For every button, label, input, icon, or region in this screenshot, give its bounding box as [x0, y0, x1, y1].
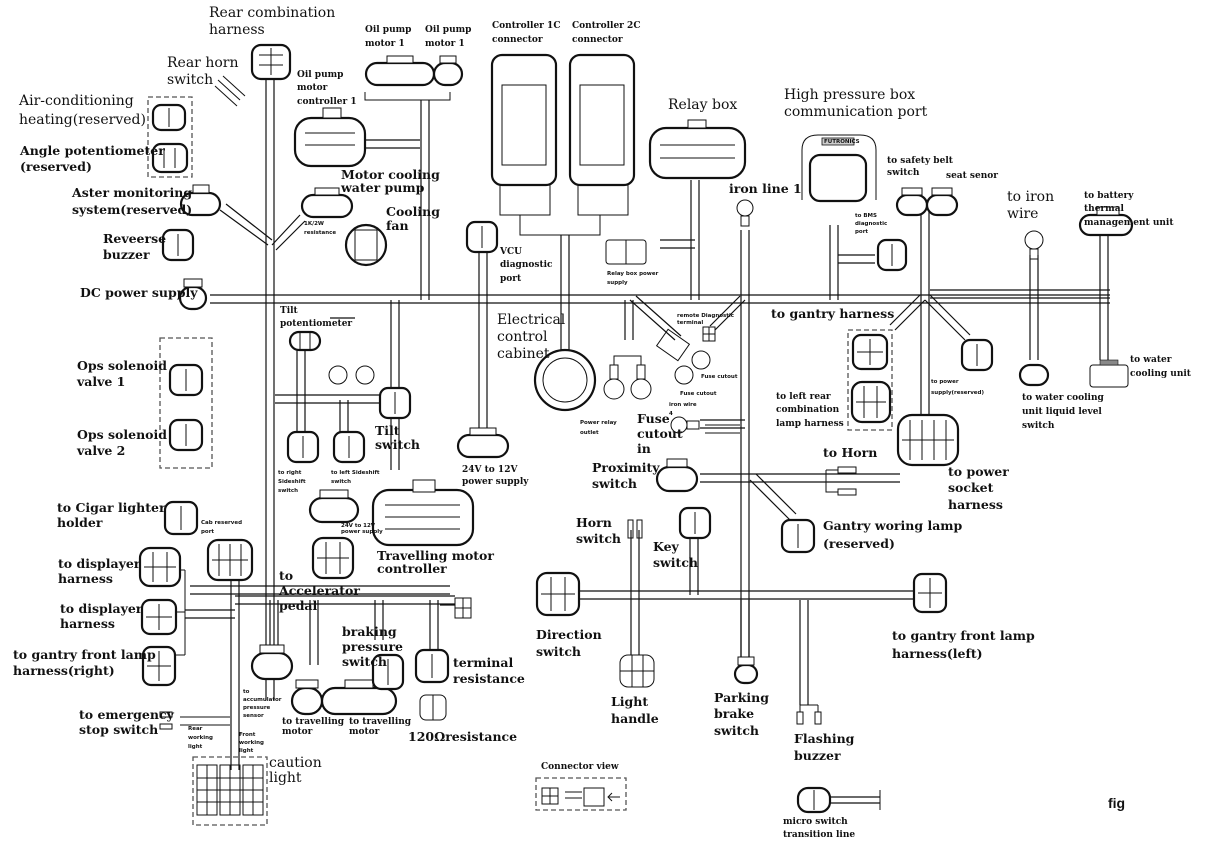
connectors [138, 43, 1134, 826]
label-gantry-harness: to gantry harness [771, 306, 894, 321]
label-iron-line-1: iron line 1 [729, 181, 802, 196]
label-relay-box: Relay box [668, 97, 737, 113]
harness-wires [175, 80, 1110, 810]
label-connector-view: Connector view [541, 762, 619, 772]
label-gantry-working-lamp: Gantry woring lamp(reserved) [823, 518, 963, 551]
label-fuse-cutout-b: Fuse cutout [680, 391, 717, 397]
label-to-horn: to Horn [823, 445, 877, 460]
label-dc-power-supply: DC power supply [80, 285, 198, 300]
label-fuse-cutout-a: Fuse cutout [701, 374, 738, 380]
label-futronics: FUTRONICS [824, 139, 860, 145]
label-seat-sensor: seat senor [946, 171, 998, 181]
label-angle-potentiometer: Angle potentiometer(reserved) [19, 143, 165, 174]
label-120-resistance: 120Ωresistance [408, 729, 517, 744]
figure-label: fig [1108, 795, 1125, 811]
